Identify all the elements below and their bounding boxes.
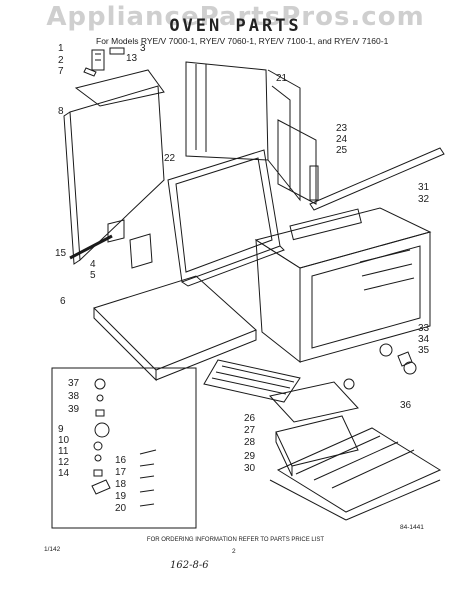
callout-33: 33	[418, 323, 430, 334]
ordering-note: FOR ORDERING INFORMATION REFER TO PARTS …	[146, 537, 325, 543]
callout-11: 11	[58, 446, 69, 457]
callout-7: 7	[58, 66, 64, 77]
callout-26: 26	[244, 413, 256, 424]
bottom-floor-panel	[93, 275, 257, 382]
callout-1: 1	[58, 43, 64, 54]
callout-8: 8	[58, 106, 64, 117]
callout-10: 10	[58, 435, 70, 446]
callout-4: 4	[90, 259, 96, 270]
drawing-code: 84-1441	[400, 524, 424, 531]
callout-20: 20	[115, 503, 127, 514]
terminal-block-part	[83, 47, 125, 77]
callout-18: 18	[115, 479, 127, 490]
callout-15: 15	[55, 248, 67, 259]
broiler-pan	[269, 381, 359, 477]
callout-16: 16	[115, 455, 127, 466]
oven-door-frame	[167, 149, 285, 287]
oven-cavity	[254, 207, 432, 364]
callout-38: 38	[68, 391, 80, 402]
callout-3: 3	[140, 43, 146, 54]
callout-6: 6	[60, 296, 66, 307]
callout-27: 27	[244, 425, 256, 436]
callout-19: 19	[115, 491, 127, 502]
callout-31: 31	[418, 182, 430, 193]
callout-23: 23	[336, 123, 348, 134]
callout-13: 13	[126, 53, 138, 64]
handwritten-note: 162-8-6	[170, 560, 209, 571]
watermark: AppliancePartsPros.com	[46, 2, 425, 32]
callout-32: 32	[418, 194, 430, 205]
callout-12: 12	[58, 457, 70, 468]
callout-28: 28	[244, 437, 256, 448]
callout-14: 14	[58, 468, 70, 479]
page-title: OVEN PARTS	[169, 16, 302, 36]
page-code: 1/142	[44, 546, 61, 553]
back-insulation-panel	[63, 69, 165, 265]
callout-35: 35	[418, 345, 430, 356]
callout-9: 9	[58, 424, 64, 435]
callout-29: 29	[244, 451, 256, 462]
callout-24: 24	[336, 134, 348, 145]
callout-36: 36	[400, 400, 412, 411]
thermostat-knob-parts	[343, 343, 417, 390]
oven-rack	[269, 427, 442, 521]
page-number: 2	[232, 548, 236, 555]
side-rails	[277, 119, 445, 211]
small-parts-inset	[51, 367, 197, 529]
element-bracket	[69, 219, 153, 269]
broil-element	[203, 359, 301, 403]
callout-17: 17	[115, 467, 127, 478]
callout-21: 21	[276, 73, 288, 84]
callout-25: 25	[336, 145, 348, 156]
callout-30: 30	[244, 463, 256, 474]
callout-5: 5	[90, 270, 96, 281]
callout-39: 39	[68, 404, 80, 415]
callout-37: 37	[68, 378, 80, 389]
page-subtitle: For Models RYE/V 7000-1, RYE/V 7060-1, R…	[96, 36, 389, 46]
callout-2: 2	[58, 55, 64, 66]
callout-22: 22	[164, 153, 176, 164]
callout-34: 34	[418, 334, 430, 345]
side-liner-panel	[185, 61, 301, 202]
